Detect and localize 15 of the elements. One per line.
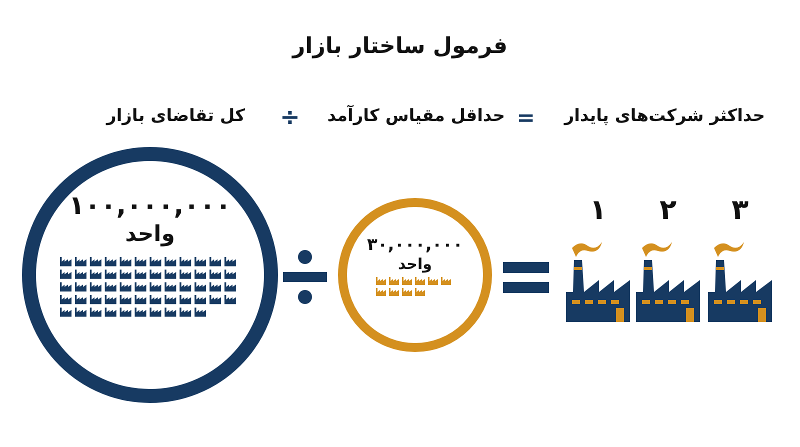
equals-sign: = xyxy=(516,106,535,131)
factory-number: ۲ xyxy=(658,193,678,226)
large-ring xyxy=(22,147,278,403)
title: فرمول ساختار بازار xyxy=(290,34,508,59)
quantity-text: ۱۰۰,۰۰۰,۰۰۰ xyxy=(68,191,232,222)
quantity-text: ۳۰,۰۰۰,۰۰۰ xyxy=(367,235,463,256)
formula-term: کل تقاضای بازار xyxy=(106,106,245,126)
factory-number: ۳ xyxy=(730,193,750,226)
factory-number: ۱ xyxy=(588,193,608,226)
unit-text: واحد xyxy=(398,255,432,274)
unit-text: واحد xyxy=(125,222,175,249)
small-ring xyxy=(338,198,492,352)
division-sign: ÷ xyxy=(280,103,300,131)
formula-term: حداقل مقیاس کارآمد xyxy=(327,106,505,126)
formula-term: حداکثر شرکت‌های پایدار xyxy=(564,106,765,126)
